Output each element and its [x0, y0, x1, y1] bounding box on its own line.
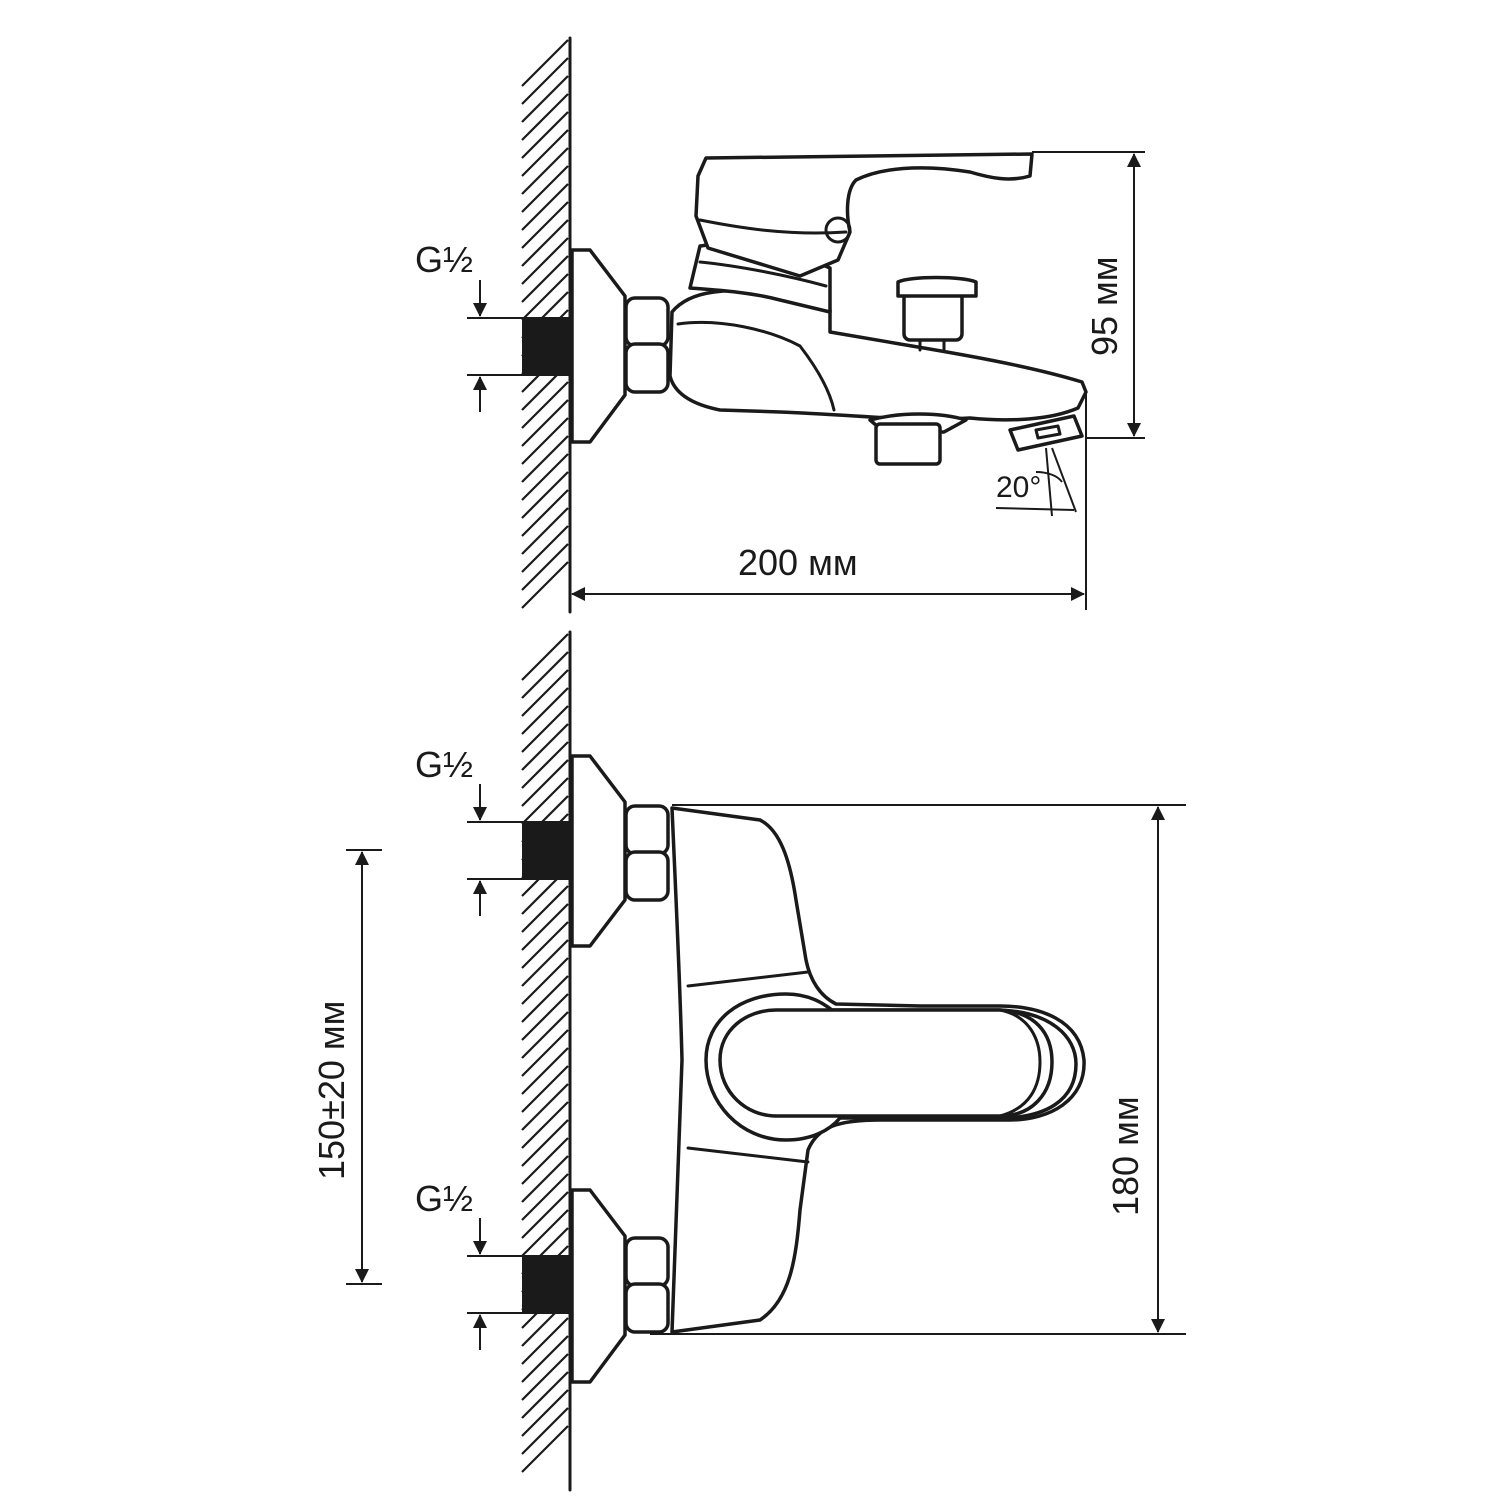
- wall-hatch-line: [521, 507, 569, 555]
- wall-hatch-line: [521, 1335, 569, 1383]
- nut-upper-a: [624, 804, 670, 856]
- escutcheon-lower: [570, 1188, 627, 1384]
- angle-label: 20°: [996, 471, 1041, 504]
- wall-hatch-line: [521, 1029, 569, 1077]
- wall-hatch-line: [521, 471, 569, 519]
- wall-hatch-line: [521, 957, 569, 1005]
- diverter-knob: [902, 290, 964, 342]
- escutcheon-top: [570, 248, 627, 444]
- inlet-pipe-lower: [522, 1256, 570, 1313]
- wall-hatch-line: [521, 57, 569, 105]
- thread-label-upper: G½: [415, 744, 473, 785]
- thread-label-top: G½: [415, 239, 473, 280]
- angle-dimension: 20°: [995, 447, 1077, 517]
- wall-hatch-line: [521, 1425, 569, 1473]
- wall-hatch-line: [521, 1407, 569, 1455]
- wall-hatch-line: [521, 1011, 569, 1059]
- wall-hatch-line: [521, 1065, 569, 1113]
- thread-dimension-lower: G½: [415, 1178, 570, 1350]
- nut-lower-a: [624, 1236, 670, 1288]
- wall-hatch-line: [521, 39, 569, 87]
- length-label: 200 мм: [738, 542, 858, 583]
- wall-hatch-line: [521, 651, 569, 699]
- thread-dimension-top: G½: [415, 239, 570, 412]
- wall-hatch-line: [521, 399, 569, 447]
- wall-hatch-line: [521, 1083, 569, 1131]
- spacing-label: 150±20 мм: [311, 1001, 352, 1180]
- wall-hatch-line: [521, 237, 569, 285]
- spacing-dimension: 150±20 мм: [311, 849, 382, 1285]
- wall-hatch-line: [521, 1371, 569, 1419]
- thread-dimension-upper: G½: [415, 744, 570, 916]
- wall-hatch-line: [521, 435, 569, 483]
- shower-outlet: [874, 422, 942, 466]
- wall-hatch-line: [521, 219, 569, 267]
- wall-hatch-line: [521, 1155, 569, 1203]
- wall-hatch-line: [521, 1353, 569, 1401]
- wall-hatch-line: [521, 1389, 569, 1437]
- wall-bottom: [521, 630, 572, 1492]
- height-dimension: 95 мм: [1032, 151, 1145, 439]
- inlet-pipe-top: [522, 318, 570, 375]
- wall-hatch-line: [521, 93, 569, 141]
- wall-hatch-line: [521, 129, 569, 177]
- wall-hatch-line: [521, 633, 569, 681]
- wall-hatch-line: [521, 921, 569, 969]
- height-label: 95 мм: [1084, 256, 1125, 356]
- wall-hatch-line: [521, 75, 569, 123]
- wall-hatch-line: [521, 147, 569, 195]
- handle-front: [718, 1008, 1054, 1118]
- wall-hatch-line: [521, 1209, 569, 1257]
- wall-hatch-line: [521, 381, 569, 429]
- wall-hatch-line: [521, 561, 569, 609]
- wall-hatch-line: [521, 939, 569, 987]
- wall-hatch-line: [521, 273, 569, 321]
- wall-hatch-line: [521, 201, 569, 249]
- wall-hatch-line: [521, 1137, 569, 1185]
- wall-hatch-line: [521, 885, 569, 933]
- lever-handle-side: [694, 152, 1034, 278]
- wall-hatch-line: [521, 111, 569, 159]
- wall-hatch-line: [521, 723, 569, 771]
- wall-hatch-line: [521, 1173, 569, 1221]
- wall-hatch-line: [521, 543, 569, 591]
- width-dimension: 180 мм: [650, 804, 1186, 1335]
- wall-hatch-line: [521, 903, 569, 951]
- wall-hatch-line: [521, 183, 569, 231]
- escutcheon-upper: [570, 754, 627, 948]
- wall-hatch-line: [521, 417, 569, 465]
- wall-hatch-line: [521, 453, 569, 501]
- wall-hatch-line: [521, 993, 569, 1041]
- wall-hatch-line: [521, 1191, 569, 1239]
- wall-hatch-line: [521, 489, 569, 537]
- wall-hatch-line: [521, 1101, 569, 1149]
- nut-upper: [624, 296, 670, 348]
- wall-hatch-line: [521, 1047, 569, 1095]
- wall-hatch-line: [521, 669, 569, 717]
- front-view: G½ G½: [311, 630, 1186, 1492]
- wall-hatch-line: [521, 165, 569, 213]
- wall-hatch-line: [521, 705, 569, 753]
- wall-hatch-line: [521, 759, 569, 807]
- nut-upper-b: [624, 850, 670, 902]
- wall-hatch-line: [521, 777, 569, 825]
- wall-hatch-line: [521, 1119, 569, 1167]
- nut-lower-b: [624, 1282, 670, 1334]
- thread-label-lower: G½: [415, 1178, 473, 1219]
- length-dimension: 200 мм: [571, 392, 1087, 610]
- inlet-pipe-upper: [522, 822, 570, 879]
- width-label: 180 мм: [1105, 1096, 1146, 1216]
- spout-body-side: [668, 289, 1088, 422]
- wall-hatch-line: [521, 255, 569, 303]
- wall-hatch-line: [521, 741, 569, 789]
- wall-hatch-line: [521, 975, 569, 1023]
- wall-hatch-line: [521, 1317, 569, 1365]
- wall-hatch-line: [521, 687, 569, 735]
- aerator: [1008, 414, 1084, 452]
- wall-hatch-line: [521, 525, 569, 573]
- nut-lower: [624, 342, 670, 394]
- side-view: G½: [415, 36, 1145, 614]
